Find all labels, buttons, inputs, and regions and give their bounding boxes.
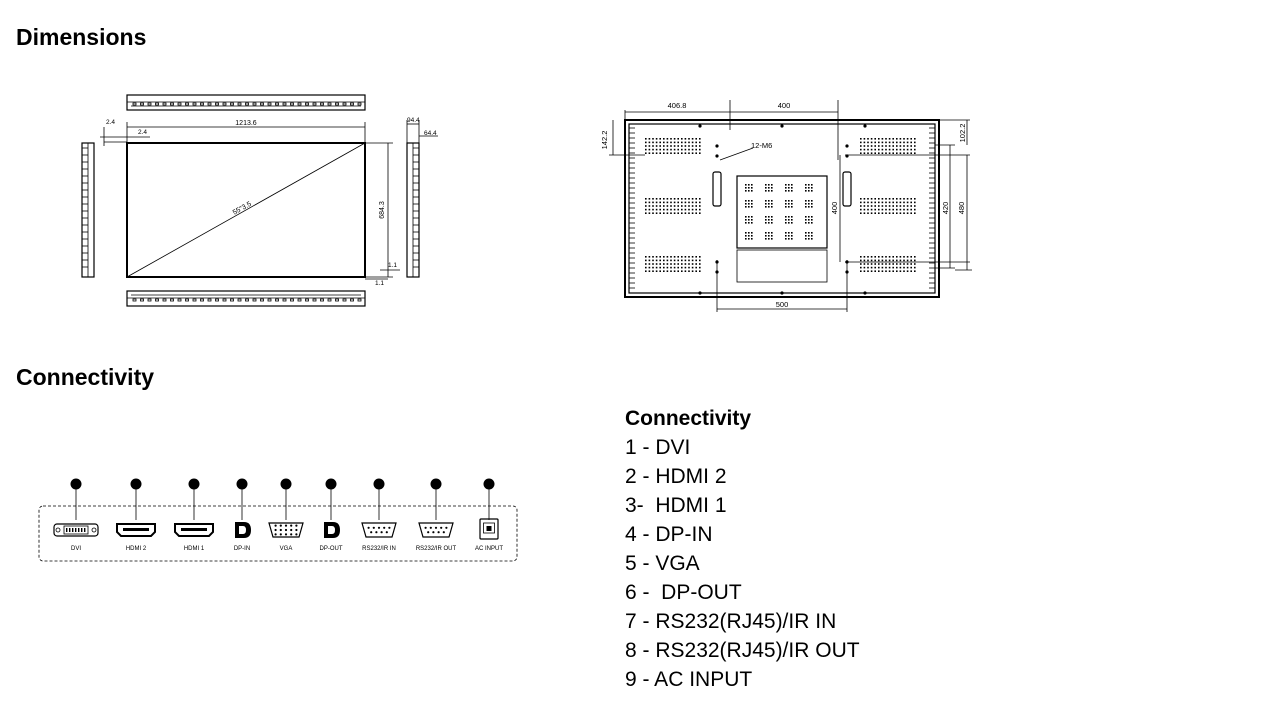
connector-panel-outline [38,505,518,562]
connectivity-item-dvi: 1 - DVI [625,436,691,459]
diagonal-label: 55"3.5 [232,201,253,217]
port-number-badge [236,478,248,490]
port-number: 5 [284,482,288,489]
displayport-icon [324,522,340,538]
port-number-badge [70,478,82,490]
serial-port-icon [361,522,397,538]
port-number: 8 [434,482,438,489]
rear-top-offset-label: 142.2 [600,131,609,150]
vga-port-icon [268,522,304,538]
rear-right-top-offset-label: 102.2 [958,124,967,143]
connectivity-item-dp-in: 4 - DP-IN [625,523,713,546]
port-number-badge [280,478,292,490]
connectivity-item-vga: 5 - VGA [625,552,700,575]
port-number: 1 [74,482,78,489]
rear-panel-outer [624,119,940,298]
port-label: RS232/IR IN [362,546,396,552]
port-number: 3 [192,482,196,489]
hdmi-port-icon [116,523,156,537]
rear-vesa-v2-label: 420 [941,202,950,215]
top-edge-view [126,94,366,111]
rear-vesa-top-label: 400 [778,101,791,110]
rear-left-offset-label: 406.8 [668,101,687,110]
connectivity-item-rs232-in: 7 - RS232(RJ45)/IR IN [625,610,837,633]
port-number-badge [130,478,142,490]
bezel-left-outer-label: 2.4 [106,119,115,126]
width-label: 1213.6 [235,120,257,127]
serial-port-icon [418,522,454,538]
port-number: 2 [134,482,138,489]
connectivity-heading: Connectivity [16,364,155,390]
port-dp-in: 4DP-IN [234,478,251,552]
screw-label: 12-M6 [751,141,772,150]
port-number: 6 [329,482,333,489]
port-number-badge [325,478,337,490]
port-dp-out: 6DP-OUT [320,478,343,552]
front-panel [126,142,366,278]
port-label: DP-OUT [320,546,343,552]
rear-vesa-v-label: 400 [830,202,839,215]
port-number-badge [483,478,495,490]
rear-handle-left [712,171,722,207]
connectivity-item-ac-input: 9 - AC INPUT [625,668,753,691]
port-label: VGA [280,546,293,552]
dimensions-heading: Dimensions [16,24,147,50]
port-label: AC INPUT [475,546,503,552]
port-label: HDMI 2 [126,546,147,552]
depth-label-2: 64.4 [424,130,437,137]
displayport-icon [235,522,251,538]
rear-vesa-bottom-label: 500 [776,300,789,309]
port-label: RS232/IR OUT [416,546,457,552]
bottom-edge-view [126,290,366,307]
port-label: DP-IN [234,546,250,552]
rear-vesa-v3-label: 480 [957,202,966,215]
port-number: 7 [377,482,381,489]
depth-label: 94.4 [407,117,420,124]
bezel-left-inner-label: 2.4 [138,129,147,136]
port-ac-input: 9 AC INPUT [475,478,503,552]
port-number-badge [188,478,200,490]
connectivity-item-dp-out: 6 - DP-OUT [625,581,742,604]
connectivity-list-title: Connectivity [625,407,752,430]
port-number: 9 [487,482,491,489]
dvi-port-icon [53,523,99,537]
height-label: 684.3 [379,201,386,219]
port-label: DVI [71,546,81,552]
hdmi-port-icon [174,523,214,537]
port-number: 4 [240,482,244,489]
connectivity-item-hdmi2: 2 - HDMI 2 [625,465,727,488]
rear-dimension-drawing: 406.8 400 142.2 12-M6 102.2 400 420 480 … [600,100,972,312]
ac-power-icon [479,518,499,540]
rear-center-box [736,175,828,249]
connectivity-item-hdmi1: 3- HDMI 1 [625,494,727,517]
bezel-bottom-b-label: 1.1 [375,280,384,287]
connectivity-item-rs232-out: 8 - RS232(RJ45)/IR OUT [625,639,860,662]
port-number-badge [430,478,442,490]
bezel-bottom-a-label: 1.1 [388,262,397,269]
connectivity-list: Connectivity 1 - DVI 2 - HDMI 2 3- HDMI … [625,404,1025,694]
left-side-view [81,142,95,278]
right-side-view [406,142,420,278]
port-label: HDMI 1 [184,546,205,552]
front-dimension-drawing: 55"3.5 1213.6 684.3 2.4 2.4 1.1 1.1 94.4… [81,94,438,307]
rear-handle-right [842,171,852,207]
port-number-badge [373,478,385,490]
